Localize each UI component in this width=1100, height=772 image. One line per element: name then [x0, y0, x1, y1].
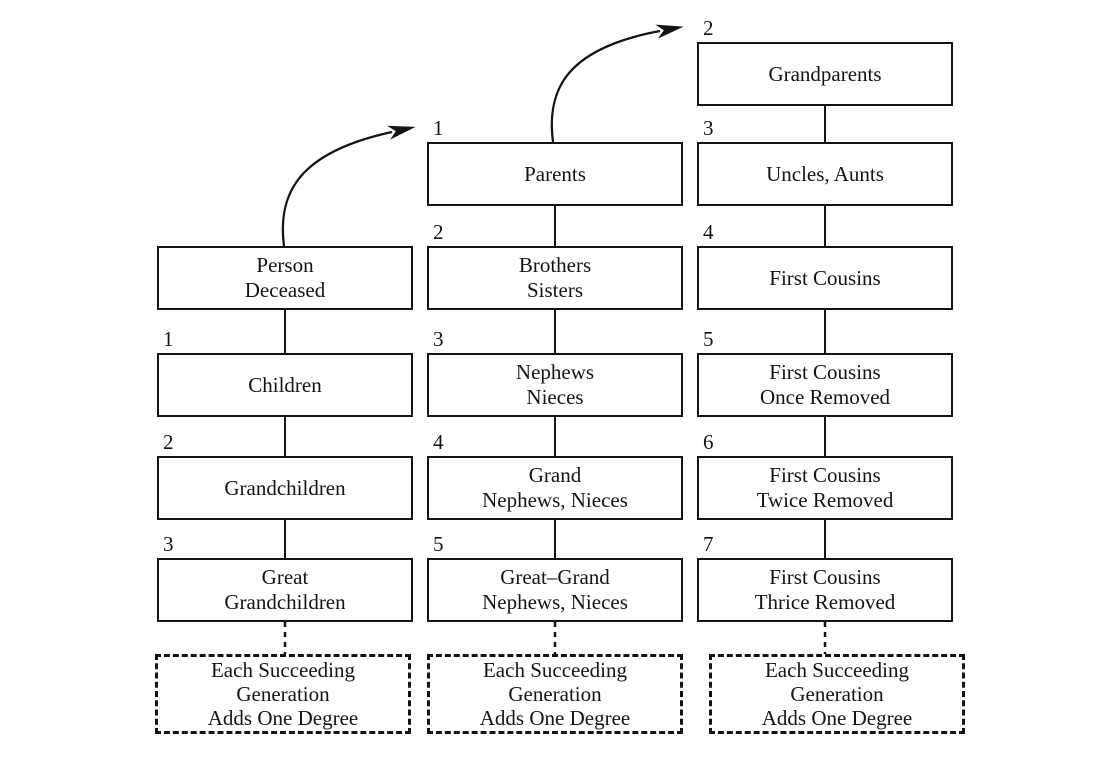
box-label-line: Nieces [526, 385, 584, 409]
note-cousins-add-one-degree: Each Succeeding Generation Adds One Degr… [709, 654, 965, 734]
degree-label-great-grand-nephews-nieces: 5 [433, 532, 444, 556]
box-grand-nephews-nieces: Grand Nephews, Nieces [427, 456, 683, 520]
box-label-line: Great [261, 565, 309, 589]
box-label-line: Grandchildren [224, 475, 346, 500]
box-label-line: Parents [524, 161, 586, 186]
degree-label-grandchildren: 2 [163, 430, 174, 454]
note-line: Adds One Degree [479, 706, 631, 730]
box-label-line: Thrice Removed [754, 590, 896, 614]
box-label-line: Nephews [515, 360, 595, 384]
box-label-line: Great–Grand [500, 565, 610, 589]
box-label-line: Nephews, Nieces [482, 590, 628, 614]
box-great-grandchildren: Great Grandchildren [157, 558, 413, 622]
note-line: Each Succeeding [764, 658, 910, 682]
degree-label-first-cousins-thrice-removed: 7 [703, 532, 714, 556]
note-descendants-add-one-degree: Each Succeeding Generation Adds One Degr… [155, 654, 411, 734]
box-children: Children [157, 353, 413, 417]
box-label-line: Children [248, 372, 322, 397]
degree-label-first-cousins-once-removed: 5 [703, 327, 714, 351]
box-first-cousins: First Cousins [697, 246, 953, 310]
box-label-line: Sisters [526, 278, 583, 302]
box-uncles-aunts: Uncles, Aunts [697, 142, 953, 206]
box-first-cousins-thrice-removed: First Cousins Thrice Removed [697, 558, 953, 622]
note-siblings-add-one-degree: Each Succeeding Generation Adds One Degr… [427, 654, 683, 734]
box-brothers-sisters: Brothers Sisters [427, 246, 683, 310]
box-label-line: Grandparents [768, 61, 882, 86]
degree-label-first-cousins: 4 [703, 220, 714, 244]
degree-label-uncles-aunts: 3 [703, 116, 714, 140]
note-line: Generation [790, 682, 884, 706]
box-label-line: Nephews, Nieces [482, 488, 628, 512]
curved-arrow-to-grandparents [550, 24, 684, 143]
box-first-cousins-once-removed: First Cousins Once Removed [697, 353, 953, 417]
box-label-line: Uncles, Aunts [766, 161, 884, 186]
degree-label-nephews-nieces: 3 [433, 327, 444, 351]
box-parents: Parents [427, 142, 683, 206]
curved-arrow-to-parents [281, 125, 416, 247]
box-label-line: First Cousins [769, 565, 881, 589]
box-label-line: Person [256, 253, 314, 277]
box-label-line: Brothers [518, 253, 592, 277]
box-grandparents: Grandparents [697, 42, 953, 106]
note-line: Each Succeeding [482, 658, 628, 682]
box-label-line: First Cousins [769, 265, 881, 290]
degree-label-great-grandchildren: 3 [163, 532, 174, 556]
note-line: Adds One Degree [207, 706, 359, 730]
box-first-cousins-twice-removed: First Cousins Twice Removed [697, 456, 953, 520]
degree-label-first-cousins-twice-removed: 6 [703, 430, 714, 454]
box-label-line: First Cousins [769, 360, 881, 384]
box-person-deceased: Person Deceased [157, 246, 413, 310]
degree-label-grand-nephews-nieces: 4 [433, 430, 444, 454]
box-label-line: Grandchildren [224, 590, 346, 614]
box-grandchildren: Grandchildren [157, 456, 413, 520]
box-great-grand-nephews-nieces: Great–Grand Nephews, Nieces [427, 558, 683, 622]
box-label-line: Twice Removed [756, 488, 894, 512]
degree-label-grandparents: 2 [703, 16, 714, 40]
box-nephews-nieces: Nephews Nieces [427, 353, 683, 417]
box-label-line: Deceased [244, 278, 326, 302]
box-label-line: First Cousins [769, 463, 881, 487]
note-line: Adds One Degree [761, 706, 913, 730]
degree-label-children: 1 [163, 327, 174, 351]
note-line: Generation [236, 682, 330, 706]
degree-label-parents: 1 [433, 116, 444, 140]
note-line: Each Succeeding [210, 658, 356, 682]
note-line: Generation [508, 682, 602, 706]
box-label-line: Grand [528, 463, 582, 487]
degree-label-brothers-sisters: 2 [433, 220, 444, 244]
box-label-line: Once Removed [759, 385, 891, 409]
